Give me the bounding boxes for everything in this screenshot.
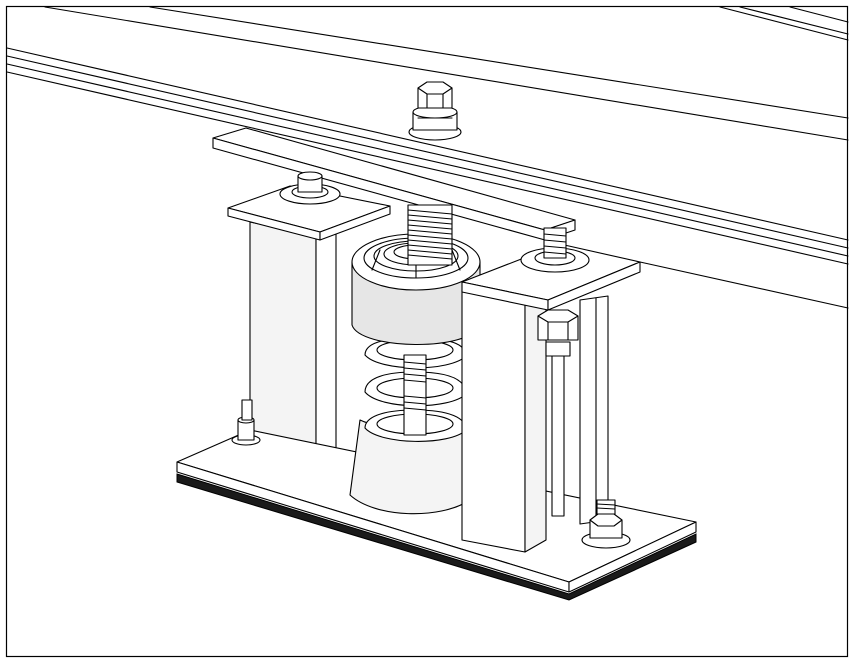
top-plate — [212, 127, 576, 241]
top-hex-bolt — [408, 81, 462, 141]
left-base-bolt — [231, 399, 261, 446]
drawing-border — [5, 5, 849, 658]
right-leveling-nut — [537, 309, 579, 517]
spring — [364, 337, 467, 442]
i-beam — [6, 6, 849, 309]
center-threaded-rod — [407, 204, 453, 266]
left-bracket — [227, 171, 391, 493]
right-base-bolt — [581, 499, 631, 549]
rubber-pad — [176, 473, 697, 601]
right-bracket — [461, 227, 641, 553]
